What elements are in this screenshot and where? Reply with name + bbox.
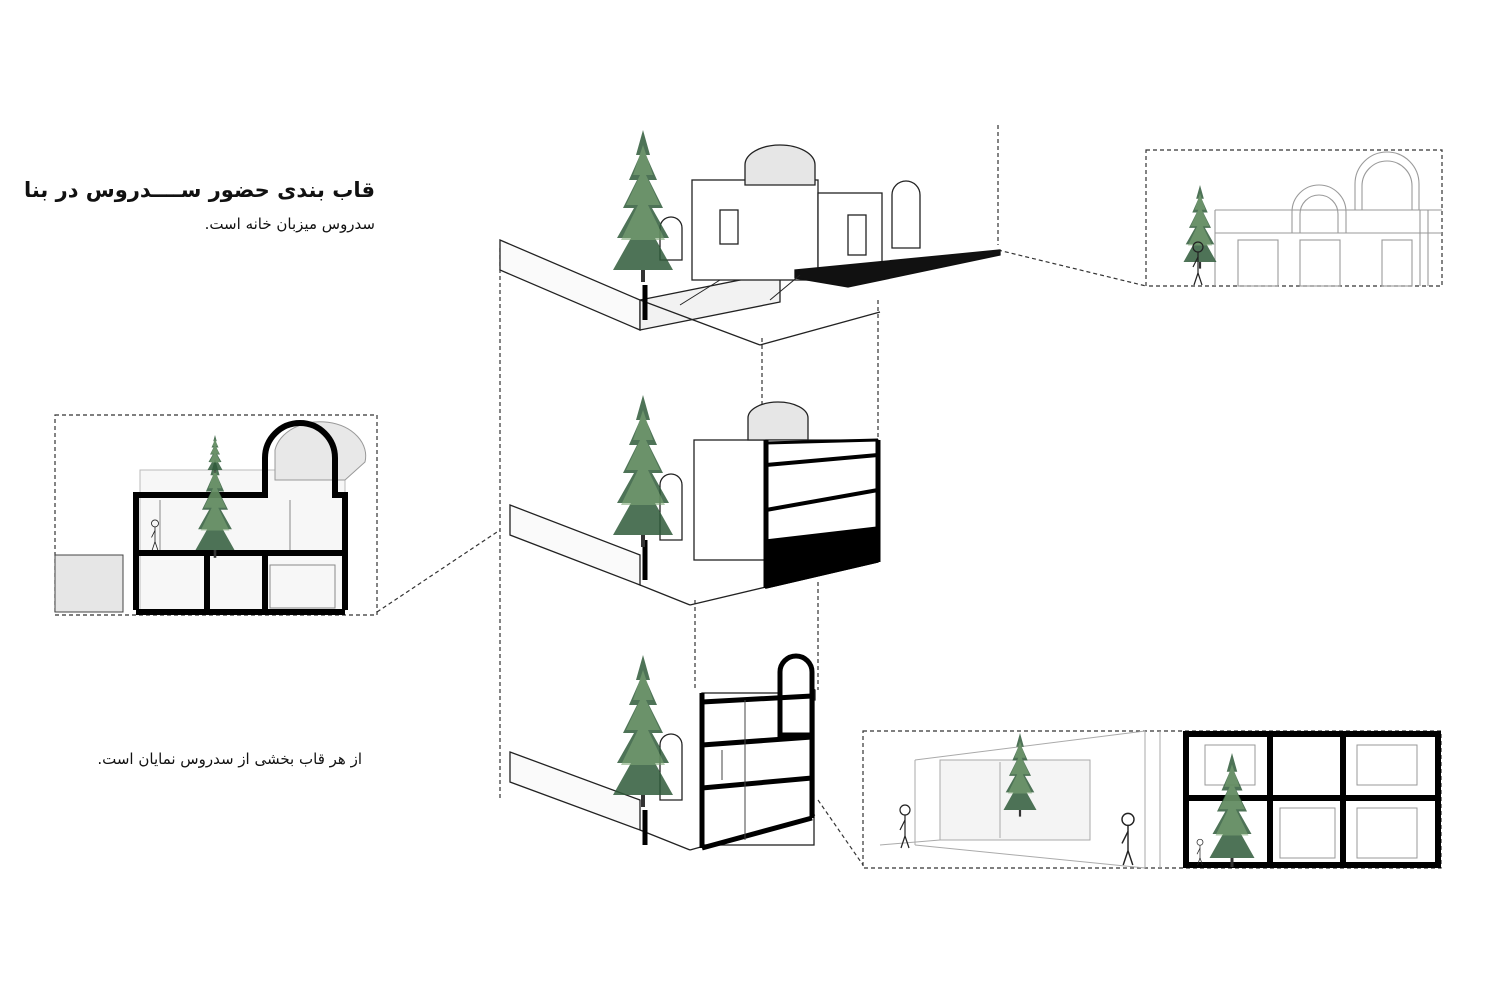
frame-elevation-top-right bbox=[1145, 149, 1443, 287]
frame-interior-bottom-right bbox=[862, 730, 1442, 869]
axonometric-model-middle bbox=[509, 401, 881, 606]
axonometric-model-top bbox=[499, 144, 1001, 346]
page-title: قاب بندی حضور ســــدروس در بنا bbox=[23, 178, 375, 202]
page-subtitle: سدروس میزبان خانه است. bbox=[204, 215, 375, 233]
connector-lines bbox=[376, 125, 1147, 866]
diagram-caption: از هر قاب بخشی از سدروس نمایان است. bbox=[97, 750, 362, 768]
axonometric-model-bottom bbox=[509, 653, 816, 851]
tree-icon bbox=[613, 395, 673, 547]
tree-icon bbox=[613, 655, 673, 807]
tree-icon bbox=[613, 130, 673, 282]
